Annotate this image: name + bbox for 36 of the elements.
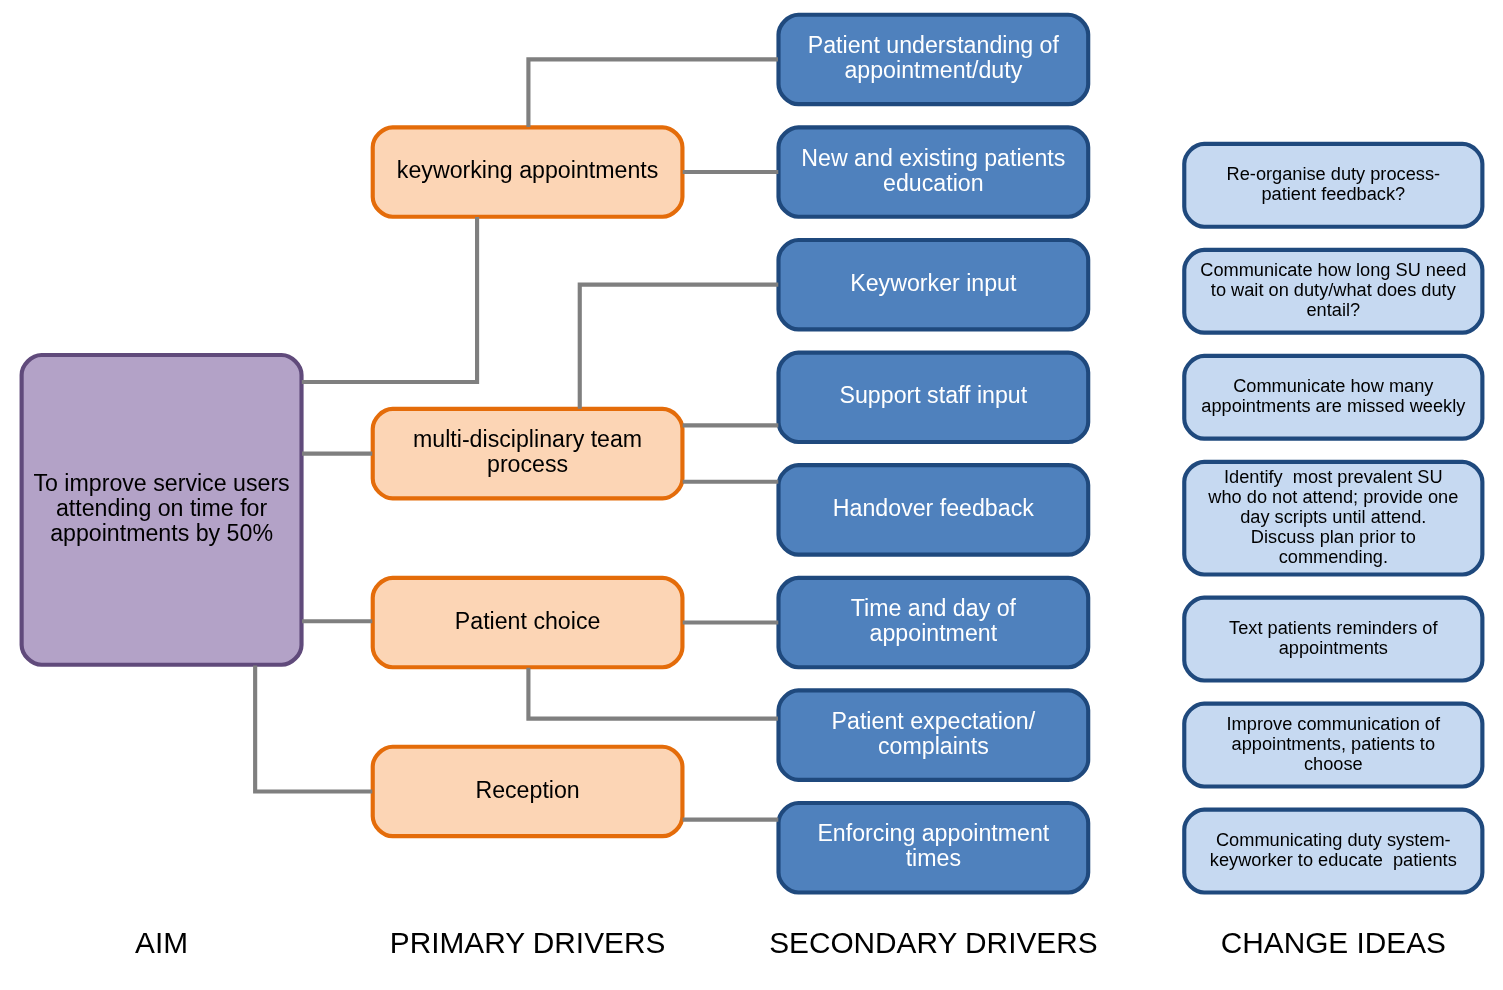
connector xyxy=(682,817,778,822)
node-box: Patient expectation/ complaints xyxy=(775,688,1090,782)
node-box: Communicate how long SU need to wait on duty/what does duty entail? xyxy=(1181,247,1484,335)
connector xyxy=(301,217,479,385)
connector xyxy=(682,620,778,625)
connector xyxy=(577,282,778,409)
node-box: Time and day of appointment xyxy=(775,575,1090,670)
node-box: To improve service users attending on time for appointments by 50% xyxy=(19,353,304,667)
node-box: Re-organise duty process-patient feedback? xyxy=(1181,141,1484,229)
label: AIM xyxy=(134,925,188,959)
node-box: Identify most prevalent SU who do not attend; provide one day scripts until attend. Discuss plan prior to commending. xyxy=(1181,459,1484,577)
node-box: Support staff input xyxy=(775,350,1090,445)
label: PRIMARY DRIVERS xyxy=(389,925,665,959)
node-box: Communicating duty system-keyworker to educate patients xyxy=(1181,807,1484,895)
node-box: New and existing patients education xyxy=(775,125,1090,219)
connector xyxy=(682,479,778,484)
connector xyxy=(252,665,372,794)
connector xyxy=(301,451,372,456)
node-box: Enforcing appointment times xyxy=(775,800,1090,895)
node-box: Patient choice xyxy=(370,575,684,670)
label: SECONDARY DRIVERS xyxy=(768,925,1098,959)
node-box: Text patients reminders of appointments xyxy=(1181,595,1484,683)
connector xyxy=(525,57,778,127)
node-box: Keyworker input xyxy=(775,237,1090,332)
connector xyxy=(682,169,778,175)
node-box: Patient understanding of appointment/duty xyxy=(775,12,1090,107)
node-box: Communicate how many appointments are missed weekly xyxy=(1181,353,1484,441)
node-box: multi-disciplinary team process xyxy=(370,406,684,501)
connector xyxy=(525,667,778,721)
node-box: Reception xyxy=(370,744,684,839)
node-box: Improve communication of appointments, patients to choose xyxy=(1181,701,1484,789)
connector xyxy=(301,619,372,624)
label: CHANGE IDEAS xyxy=(1220,925,1446,959)
node-box: Handover feedback xyxy=(775,463,1090,557)
node-box: keyworking appointments xyxy=(370,125,684,219)
connector xyxy=(682,423,778,428)
